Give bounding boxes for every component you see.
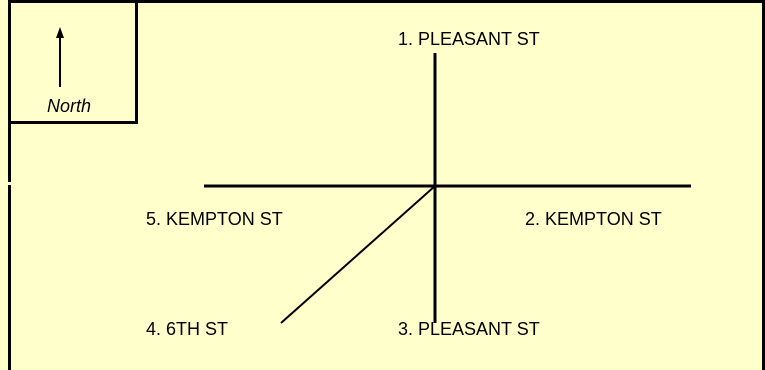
compass-box — [8, 0, 138, 124]
frame-top-border — [8, 0, 765, 3]
street-label-5-kempton-st: 5. KEMPTON ST — [146, 209, 283, 229]
frame-border-gap — [8, 182, 11, 185]
frame-left-border — [8, 0, 11, 370]
frame-right-border — [762, 0, 765, 370]
street-label-3-pleasant-st: 3. PLEASANT ST — [398, 319, 540, 339]
street-label-4-6th-st: 4. 6TH ST — [146, 319, 229, 339]
north-label: North — [47, 96, 92, 116]
street-label-1-pleasant-st: 1. PLEASANT ST — [398, 29, 540, 49]
6th-st-road — [280, 185, 436, 324]
street-label-2-kempton-st: 2. KEMPTON ST — [525, 209, 662, 229]
north-arrow-icon — [56, 27, 64, 87]
